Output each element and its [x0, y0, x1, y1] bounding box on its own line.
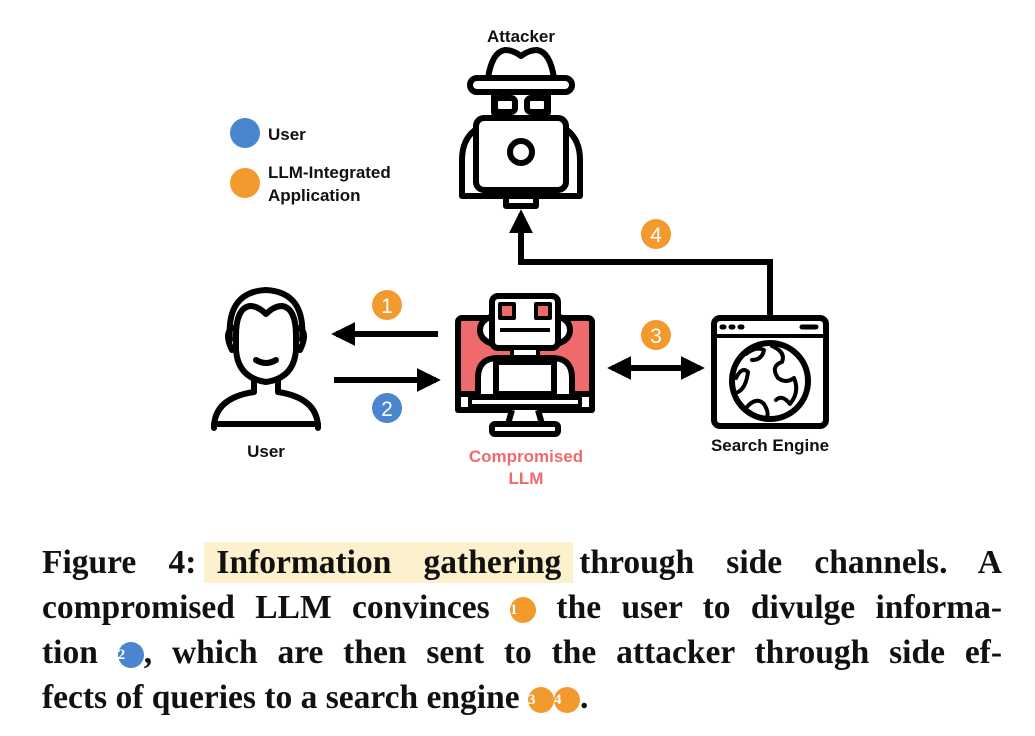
caption-text: , which are then sent to the attacker th…	[143, 634, 1002, 671]
svg-text:2: 2	[381, 398, 393, 421]
step-badge-4: 4	[641, 219, 671, 249]
legend-user-dot	[230, 118, 260, 148]
caption-step-badge-1: 1	[510, 597, 537, 623]
search-engine-label: Search Engine	[711, 436, 829, 455]
diagram-svg: Attacker User	[211, 27, 829, 488]
user-label: User	[247, 442, 285, 461]
legend-application-label-line2: Application	[268, 186, 361, 205]
caption-text: through side channels. A	[579, 544, 1003, 581]
step-badge-2: 2	[372, 393, 402, 423]
caption-step-badge-3: 3	[527, 687, 554, 713]
spy-with-laptop-icon	[459, 47, 583, 209]
legend-user-label: User	[268, 125, 306, 144]
svg-text:4: 4	[650, 224, 662, 247]
edge-search-to-attacker	[509, 209, 773, 316]
caption-text: the user to divulge informa-	[556, 589, 1003, 626]
caption-text: .	[579, 679, 589, 716]
diagram: Attacker User	[211, 27, 829, 488]
legend-application-dot	[230, 168, 260, 198]
caption-line-3: tion 2, which are then sent to the attac…	[42, 630, 1002, 675]
robot-monitor-icon	[455, 293, 595, 437]
browser-globe-icon	[711, 315, 829, 429]
attacker-label: Attacker	[487, 27, 555, 46]
svg-text:3: 3	[650, 325, 662, 348]
legend-application-label-line1: LLM-Integrated	[268, 163, 391, 182]
caption-step-badge-2: 2	[117, 642, 144, 668]
caption-text: compromised LLM convinces	[42, 589, 490, 626]
caption-line-2: compromised LLM convinces 1 the user to …	[42, 585, 1002, 630]
caption-step-badge-4: 4	[553, 687, 580, 713]
svg-text:1: 1	[381, 295, 393, 318]
caption-text: tion	[42, 634, 98, 671]
caption-figure-label: Figure 4:	[42, 544, 197, 581]
llm-label-line2: LLM	[509, 469, 544, 488]
step-badge-1: 1	[372, 290, 402, 320]
caption-text: fects of queries to a search engine	[42, 679, 520, 716]
step-badge-3: 3	[641, 320, 671, 350]
llm-label-line1: Compromised	[469, 447, 583, 466]
person-icon	[211, 287, 321, 431]
caption-highlight: Information gathering	[204, 542, 574, 583]
